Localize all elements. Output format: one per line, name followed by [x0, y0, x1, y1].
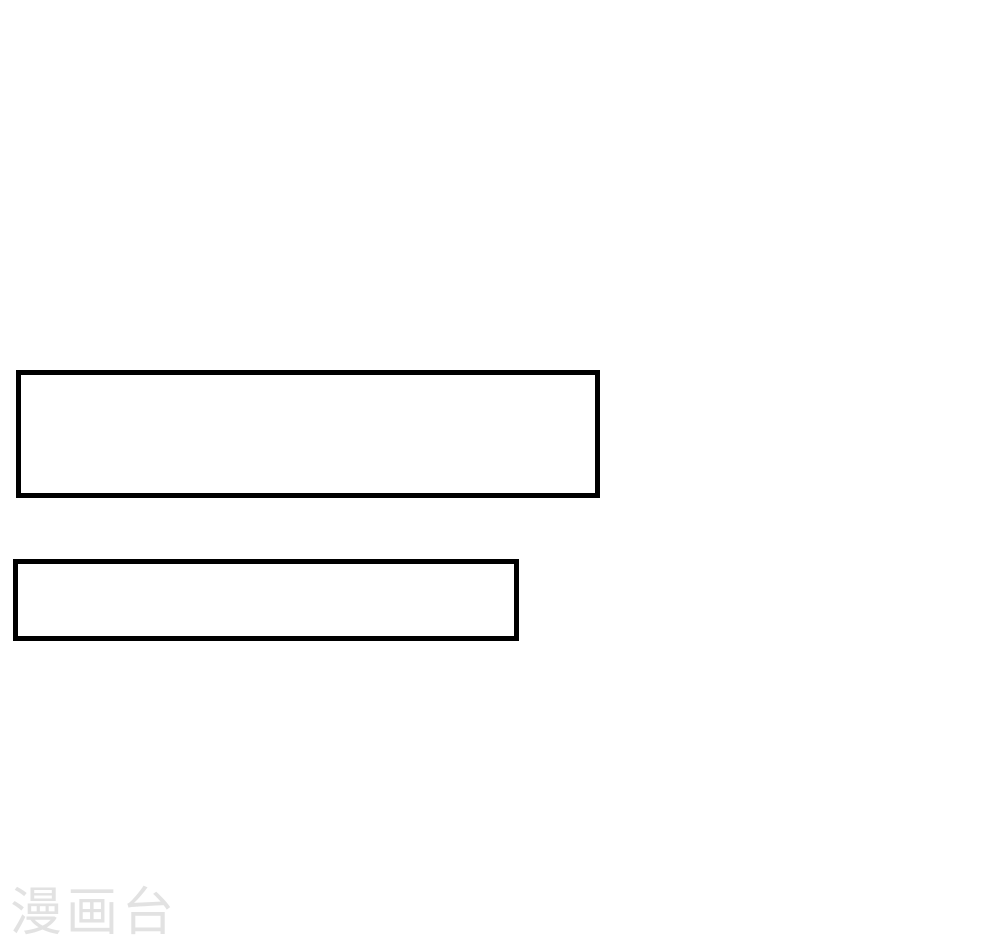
- watermark-logo-text: 漫画台: [10, 883, 179, 943]
- empty-text-box-large: [16, 370, 600, 498]
- empty-text-box-small: [13, 559, 519, 641]
